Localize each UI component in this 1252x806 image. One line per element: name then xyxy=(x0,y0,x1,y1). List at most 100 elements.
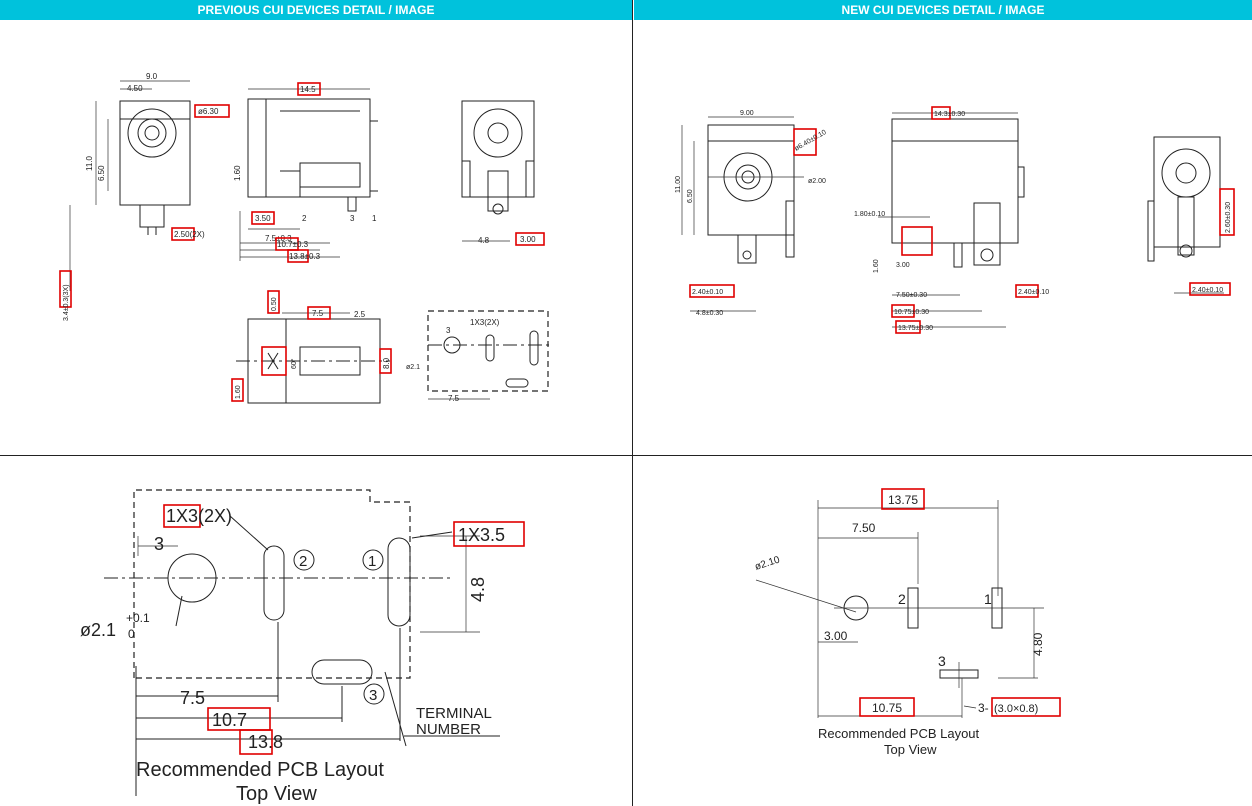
dim-new-750: 7.50±0.30 xyxy=(896,292,927,299)
npcb-caption-line1: Recommended PCB Layout xyxy=(818,726,980,741)
highlight-r-260 xyxy=(1219,188,1235,236)
dim-new-300: 3.00 xyxy=(896,262,910,269)
new-front-view xyxy=(681,116,804,312)
prev-front-view xyxy=(69,80,191,291)
dim-npcb-480: 4.80 xyxy=(1031,632,1045,656)
pcb-caption-line1: Recommended PCB Layout xyxy=(136,759,384,781)
pcb-caption-line2: Top View xyxy=(236,783,317,805)
pcb-terminal-label: TERMINAL xyxy=(416,705,492,722)
dim-pcb-pin2: 2 xyxy=(299,553,307,570)
dim-prev-pin2: 2 xyxy=(302,214,307,223)
dim-npcb-300: 3.00 xyxy=(824,629,848,643)
highlight-s-75 xyxy=(307,306,331,320)
dim-pcb-1x3: 1X3(2X) xyxy=(166,506,232,526)
highlight-l-145 xyxy=(297,82,321,96)
dim-npcb-1075: 10.75 xyxy=(872,701,902,715)
dim-new-160: 1.60 xyxy=(873,259,880,273)
highlight-s-050 xyxy=(267,290,280,314)
header-previous: PREVIOUS CUI DEVICES DETAIL / IMAGE xyxy=(0,0,632,20)
dim-prev-m1x3: 1X3(2X) xyxy=(470,318,500,327)
dim-prev-160: 1.60 xyxy=(233,165,242,181)
pin-1-marker xyxy=(362,549,384,571)
dim-prev-145: 14.5 xyxy=(300,85,316,94)
dim-prev-9: 9.0 xyxy=(146,72,158,81)
highlight-dia-640 xyxy=(793,128,817,156)
dim-prev-s75: 7.5 xyxy=(312,309,324,318)
prev-pcb-outline xyxy=(104,489,500,796)
highlight-d-1375 xyxy=(895,320,921,334)
pcb-number-label: NUMBER xyxy=(416,721,481,738)
dim-new-dia200: ø2.00 xyxy=(808,178,826,185)
highlight-d-300 xyxy=(515,232,545,246)
dim-npcb-1375: 13.75 xyxy=(888,493,918,507)
previous-pcb-layout: 1X3(2X) 1X3.5 3 ø2.1 +0.1 0 4.8 2 1 3 7.… xyxy=(80,489,525,805)
highlight-r-240 xyxy=(1189,282,1231,296)
highlight-pin-250 xyxy=(171,227,195,241)
highlight-p-240b xyxy=(1015,284,1039,298)
dim-new-180: 1.80±0.10 xyxy=(854,211,885,218)
highlight-pcb-1x35 xyxy=(453,521,525,547)
npcb-caption-line2: Top View xyxy=(884,742,937,757)
highlight-d-350 xyxy=(251,211,275,225)
dim-new-p240b: 2.40±0.10 xyxy=(1018,289,1049,296)
dim-pcb-1x35: 1X3.5 xyxy=(458,525,505,545)
dim-prev-m75: 7.5 xyxy=(448,394,460,403)
dim-new-650: 6.50 xyxy=(687,189,694,203)
dim-pcb-pin3: 3 xyxy=(369,687,377,704)
dim-npcb-pin3: 3 xyxy=(938,653,946,669)
dim-pcb-tolhi: +0.1 xyxy=(126,611,150,625)
dim-prev-pin3: 3 xyxy=(350,214,355,223)
highlight-square xyxy=(901,226,933,256)
dim-prev-138: 13.8±0.3 xyxy=(289,252,321,261)
dim-prev-m3: 3 xyxy=(446,326,451,335)
pin-2-marker xyxy=(293,549,315,571)
dim-prev-25: 2.5 xyxy=(354,310,366,319)
dim-new-900: 9.00 xyxy=(740,110,754,117)
dim-prev-pin250: 2.50(2X) xyxy=(174,230,205,239)
highlight-npcb-1375 xyxy=(881,488,925,510)
dim-prev-110: 11.0 xyxy=(85,155,94,171)
highlight-pcb-1x3 xyxy=(163,504,201,528)
new-rear-view xyxy=(1147,136,1224,294)
pin-3-marker xyxy=(363,683,385,705)
dim-npcb-slot-prefix: 3- xyxy=(978,701,989,715)
highlight-angle xyxy=(261,346,287,376)
highlight-dia-630 xyxy=(194,104,230,118)
dim-prev-angle: 60° xyxy=(290,358,298,369)
highlight-s-160 xyxy=(231,378,244,402)
dim-new-143: 14.3±0.30 xyxy=(934,111,965,118)
highlight-l-143 xyxy=(931,106,951,120)
highlight-s-80 xyxy=(379,348,392,374)
dim-new-1100: 11.00 xyxy=(675,176,682,193)
dim-new-r240: 2.40±0.10 xyxy=(1192,287,1223,294)
dim-pcb-3: 3 xyxy=(154,534,164,554)
dim-npcb-slot: (3.0×0.8) xyxy=(994,703,1038,715)
previous-detail-drawing: 9.0 4.50 ø6.30 11.0 6.50 2.50(2X) 3.4±0.… xyxy=(59,72,552,404)
highlight-pcb-107 xyxy=(207,707,271,731)
dim-prev-mdia: ø2.1 xyxy=(406,364,420,371)
dim-new-r260: 2.60±0.30 xyxy=(1225,202,1232,233)
dim-pcb-tollo: 0 xyxy=(128,627,135,641)
highlight-npcb-1075 xyxy=(859,697,915,717)
prev-mini-pcb xyxy=(427,310,552,400)
dim-pcb-138: 13.8 xyxy=(248,732,283,752)
dim-prev-300: 3.00 xyxy=(520,235,536,244)
highlight-pin-34 xyxy=(59,270,72,308)
dim-pcb-48: 4.8 xyxy=(468,577,488,602)
new-pcb-outline xyxy=(755,500,1044,718)
new-detail-drawing: 9.00 ø6.40±0.10 ø2.00 11.00 6.50 2.40±0.… xyxy=(675,106,1235,334)
dim-npcb-dia: ø2.10 xyxy=(754,554,782,572)
prev-side-view xyxy=(239,88,378,261)
dim-prev-dia630: ø6.30 xyxy=(198,107,219,116)
prev-rear-view xyxy=(461,100,535,242)
dim-prev-350: 3.50 xyxy=(255,214,271,223)
new-pcb-layout: 13.75 7.50 ø2.10 3.00 4.80 2 1 3 10.75 3… xyxy=(754,488,1061,757)
dim-prev-450: 4.50 xyxy=(127,84,143,93)
dim-npcb-pin2: 2 xyxy=(898,591,906,607)
highlight-d-138 xyxy=(287,249,309,263)
dim-pcb-dia: ø2.1 xyxy=(80,620,116,640)
dim-prev-pin1: 1 xyxy=(372,214,377,223)
dim-prev-650: 6.50 xyxy=(97,165,106,181)
